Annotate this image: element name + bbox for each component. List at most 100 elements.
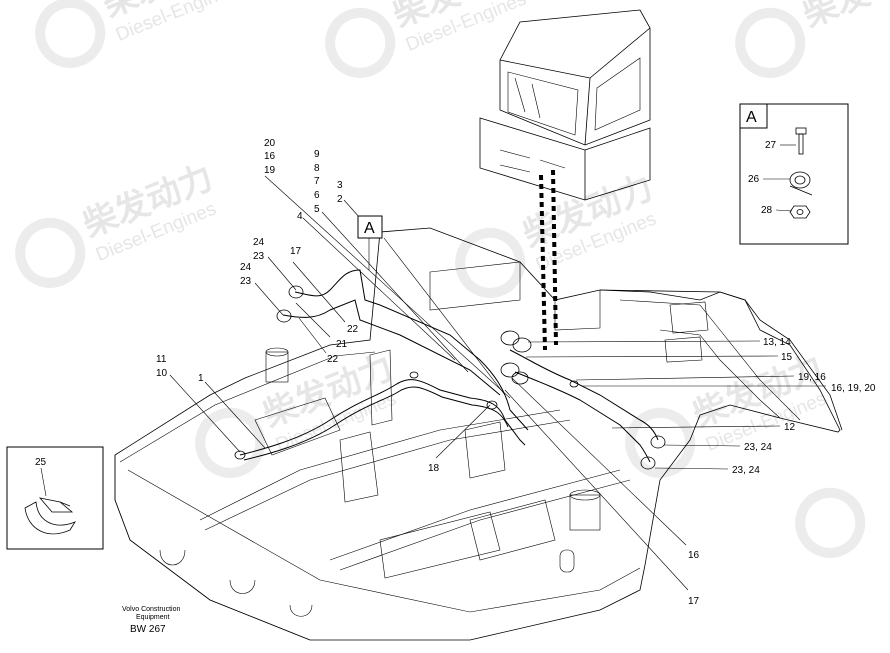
callout-label: 5: [314, 204, 320, 215]
fitting-icon: [276, 309, 292, 323]
callout-label: 16, 19, 20: [831, 383, 876, 394]
callout-label: 13, 14: [763, 337, 791, 348]
watermark-logo-icon: [735, 7, 806, 78]
detail-25-part-label: 25: [35, 457, 47, 468]
leader-line: [575, 375, 795, 381]
leader-line: [295, 302, 331, 338]
leader-line: [511, 377, 687, 546]
watermark: 柴发动力 Diesel-Engines: [325, 0, 529, 78]
callout-label: 23, 24: [744, 442, 772, 453]
leader-line: [435, 404, 491, 459]
leader-line: [204, 381, 266, 449]
fitting-icon: [288, 285, 304, 299]
detail-box-a: A 27 26 28: [739, 103, 849, 245]
callout-label: 23, 24: [732, 465, 760, 476]
callout-label: 2: [337, 194, 343, 205]
leader-line: [611, 425, 781, 429]
watermark-logo-icon: [195, 407, 266, 478]
leader-line: [264, 175, 511, 399]
callout-label: 21: [336, 339, 348, 350]
detail-box-25-frame: [6, 446, 104, 550]
inspection-cover-center: [469, 499, 556, 561]
leader-lines: [169, 175, 826, 591]
callout-label: 9: [314, 149, 320, 160]
strap-clamp-icon: [24, 497, 76, 535]
watermark-logo-icon: [325, 7, 396, 78]
callout-label: 11: [156, 354, 167, 365]
watermark: [795, 487, 866, 558]
cab-harness-dashed: [551, 169, 558, 346]
callout-label: 16: [264, 151, 276, 162]
callout-label: 19, 16: [798, 372, 826, 383]
leader-line: [504, 389, 689, 591]
watermark: 柴发动力 Diesel-Engines: [35, 0, 239, 68]
fitting-icon: [569, 380, 579, 388]
machine-frame: [114, 227, 843, 641]
pump-housing: [569, 494, 601, 531]
callout-label: 3: [337, 180, 343, 191]
leader-line: [775, 209, 793, 212]
cab-body: [499, 9, 651, 146]
detail-a-part-label: 28: [761, 205, 773, 216]
watermark-logo-icon: [795, 487, 866, 558]
chassis-outline: [114, 227, 841, 641]
callout-a-box: [357, 215, 383, 239]
lifting-eye: [159, 549, 186, 566]
callout-label: 17: [688, 596, 700, 607]
drawing-number: BW 267: [130, 624, 166, 635]
callout-label: 16: [688, 550, 700, 561]
chassis-skirt: [114, 455, 311, 641]
cab-mount: [554, 290, 601, 331]
boom-mount-inner-2: [659, 329, 781, 419]
filter-canister: [265, 351, 289, 383]
frame-rail: [199, 409, 561, 521]
watermark-layer: 柴发动力 Diesel-Engines 柴发动力 Diesel-Engines …: [15, 0, 890, 558]
cab-window-glare: [514, 77, 541, 119]
watermark: 柴发动力 Diesel-Engines: [15, 157, 219, 288]
watermark-logo-icon: [455, 227, 526, 298]
floor-plate: [379, 511, 501, 579]
leader-line: [525, 355, 779, 358]
hose-routing: [234, 269, 666, 470]
cab-corner-post: [584, 77, 591, 146]
fitting-icon: [486, 400, 498, 410]
callout-label: 17: [290, 246, 302, 257]
hose-right: [509, 349, 659, 441]
watermark: 柴发动力 Diesel-Engines: [195, 347, 399, 478]
frame-rail-2-lower: [339, 479, 631, 571]
detail-box-a-letter: A: [746, 109, 757, 126]
leader-line: [254, 282, 284, 316]
callout-label: 15: [781, 352, 793, 363]
callout-label: 12: [784, 422, 796, 433]
hydraulic-block: [669, 301, 709, 334]
deck-lower-edge: [127, 469, 641, 613]
leader-line: [267, 256, 297, 291]
fitting-icon: [640, 456, 656, 470]
fitting-icon: [409, 371, 419, 379]
pump-cap: [569, 489, 601, 501]
fitting-icon: [650, 435, 666, 449]
callout-label: 8: [314, 163, 320, 174]
leader-line: [343, 199, 361, 219]
hose-fittings: [234, 285, 666, 470]
hose-main: [239, 379, 506, 456]
watermark-logo-icon: [625, 407, 696, 478]
fitting-icon: [500, 330, 520, 346]
watermark: 柴发动力 Diesel-Engines: [455, 167, 659, 298]
callout-label: 24: [240, 262, 252, 273]
fitting-icon: [511, 371, 529, 385]
frame-rail-lower: [204, 419, 571, 531]
hose-upper: [294, 269, 511, 411]
cab-harness-dashed: [539, 174, 547, 351]
lifting-eye: [289, 604, 313, 617]
detail-a-part-label: 27: [765, 140, 777, 151]
frame-post: [369, 349, 393, 426]
detail-a-part-label: 26: [748, 174, 760, 185]
boom-mount-top: [599, 289, 843, 431]
drawing-footer: Volvo Construction Equipment BW 267: [122, 606, 180, 635]
callout-label: 23: [253, 251, 265, 262]
boom-mount-inner: [619, 299, 801, 421]
hydraulic-block-2: [664, 336, 703, 363]
callout-label: 4: [297, 211, 303, 222]
